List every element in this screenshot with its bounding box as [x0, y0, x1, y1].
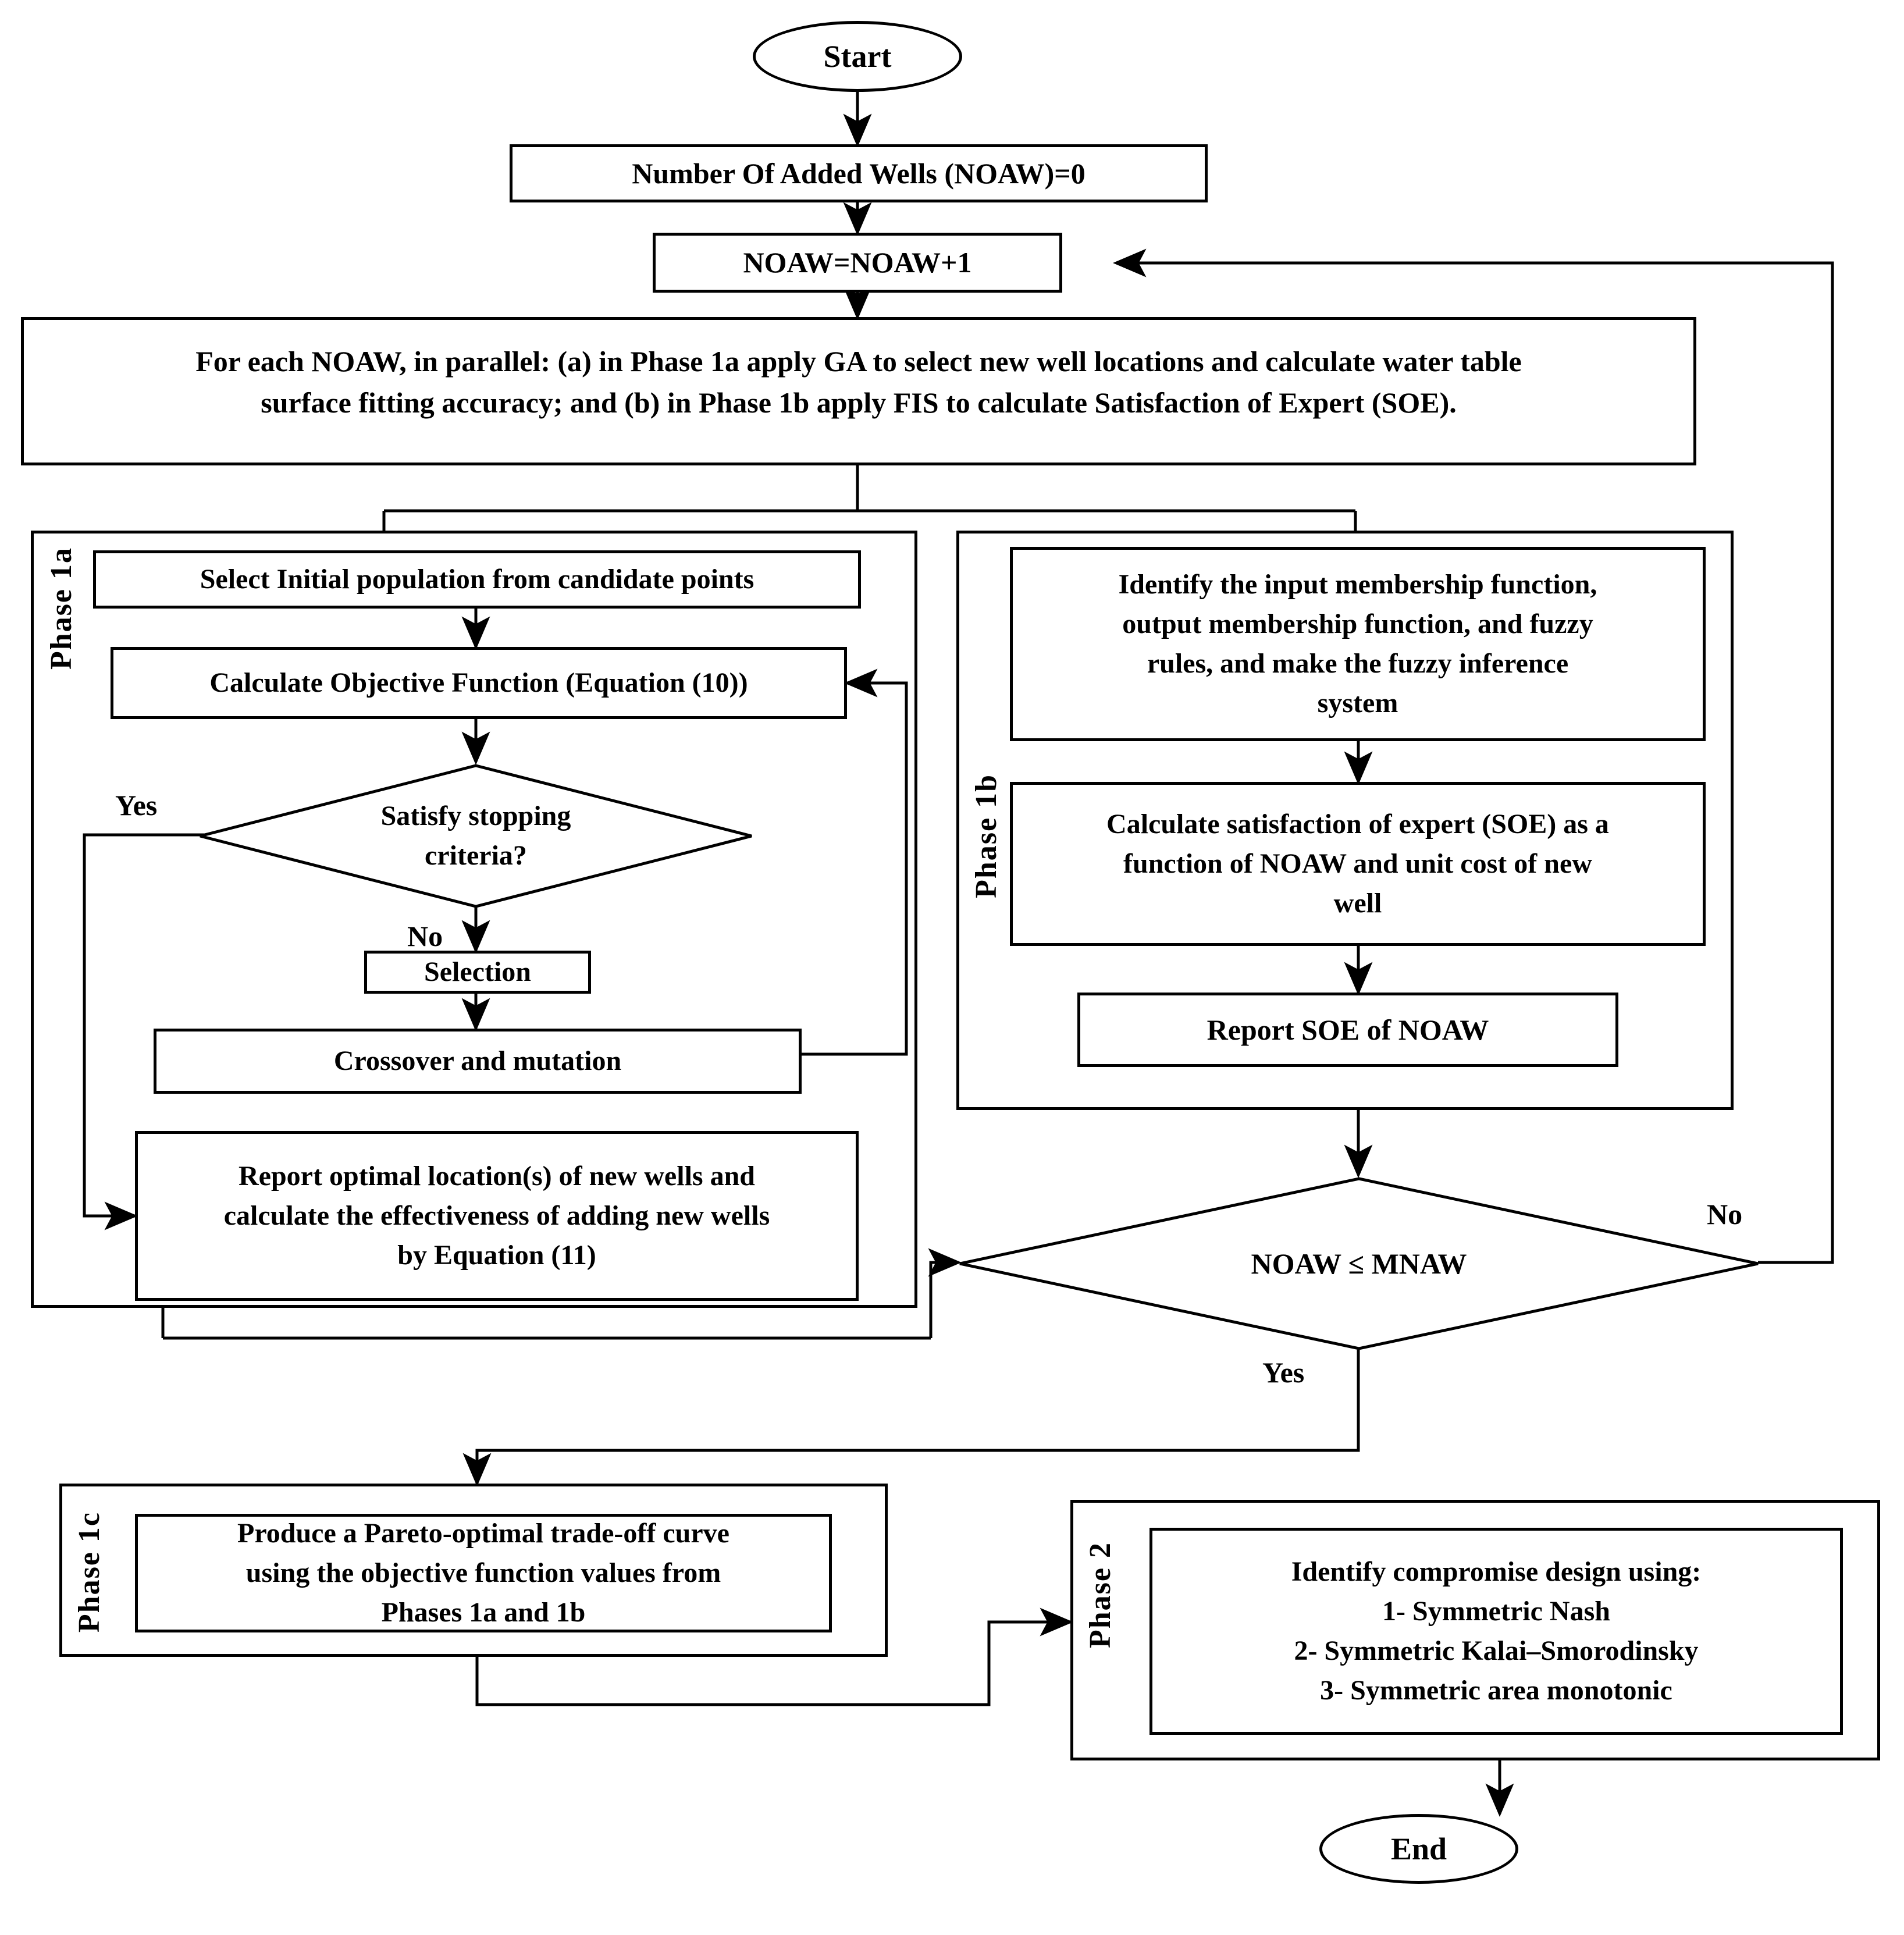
start-label: Start — [823, 39, 892, 74]
selection-box[interactable]: Selection — [364, 951, 591, 994]
pareto-curve-label: Produce a Pareto-optimal trade-off curve… — [237, 1517, 729, 1628]
edge-label-noaw-yes: Yes — [1262, 1356, 1305, 1389]
phase-1b-label: Phase 1b — [970, 774, 1003, 898]
parallel-note-label: For each NOAW, in parallel: (a) in Phase… — [195, 345, 1522, 419]
identify-fis-box[interactable]: Identify the input membership function, … — [1010, 547, 1706, 741]
stopping-criteria-decision[interactable]: Satisfy stopping criteria? — [198, 763, 754, 909]
init-noaw-label: Number Of Added Wells (NOAW)=0 — [632, 156, 1086, 190]
compromise-design-box[interactable]: Identify compromise design using: 1- Sym… — [1149, 1528, 1843, 1735]
select-population-label: Select Initial population from candidate… — [200, 563, 755, 595]
crossover-mutation-label: Crossover and mutation — [333, 1045, 622, 1076]
phase-2-label: Phase 2 — [1084, 1542, 1117, 1648]
phase-1c-label: Phase 1c — [73, 1511, 106, 1633]
pareto-curve-box[interactable]: Produce a Pareto-optimal trade-off curve… — [135, 1514, 832, 1632]
selection-label: Selection — [424, 956, 531, 987]
end-label: End — [1390, 1831, 1447, 1866]
init-noaw-box[interactable]: Number Of Added Wells (NOAW)=0 — [510, 144, 1208, 202]
edge-label-noaw-no: No — [1707, 1198, 1743, 1230]
parallel-note-box[interactable]: For each NOAW, in parallel: (a) in Phase… — [21, 317, 1696, 465]
end-terminal[interactable]: End — [1319, 1814, 1518, 1884]
noaw-check-decision[interactable]: NOAW ≤ MNAW — [958, 1176, 1760, 1351]
noaw-check-label: NOAW ≤ MNAW — [1251, 1247, 1467, 1280]
edge-phase1a-to-check — [928, 1248, 962, 1338]
edge-label-stopping-yes: Yes — [115, 789, 158, 821]
report-soe-label: Report SOE of NOAW — [1207, 1013, 1489, 1046]
calc-soe-box[interactable]: Calculate satisfaction of expert (SOE) a… — [1010, 782, 1706, 946]
report-optimal-label: Report optimal location(s) of new wells … — [223, 1160, 770, 1271]
compromise-design-label: Identify compromise design using: 1- Sym… — [1291, 1556, 1702, 1706]
phase-1a-group — [31, 531, 917, 1308]
report-optimal-box[interactable]: Report optimal location(s) of new wells … — [135, 1131, 859, 1301]
increment-noaw-label: NOAW=NOAW+1 — [743, 246, 972, 279]
edge-label-stopping-no: No — [407, 920, 443, 952]
start-terminal[interactable]: Start — [753, 21, 962, 92]
edge-check-yes-to-phase1c — [462, 1350, 1360, 1486]
calc-soe-label: Calculate satisfaction of expert (SOE) a… — [1106, 808, 1609, 919]
increment-noaw-box[interactable]: NOAW=NOAW+1 — [653, 233, 1062, 293]
select-population-box[interactable]: Select Initial population from candidate… — [93, 550, 861, 609]
stopping-criteria-label: Satisfy stopping criteria? — [380, 800, 571, 871]
calc-objective-box[interactable]: Calculate Objective Function (Equation (… — [111, 647, 847, 719]
report-soe-box[interactable]: Report SOE of NOAW — [1077, 993, 1618, 1067]
crossover-mutation-box[interactable]: Crossover and mutation — [154, 1029, 802, 1094]
phase-1a-label: Phase 1a — [45, 547, 78, 670]
calc-objective-label: Calculate Objective Function (Equation (… — [209, 667, 748, 698]
identify-fis-label: Identify the input membership function, … — [1118, 568, 1597, 719]
